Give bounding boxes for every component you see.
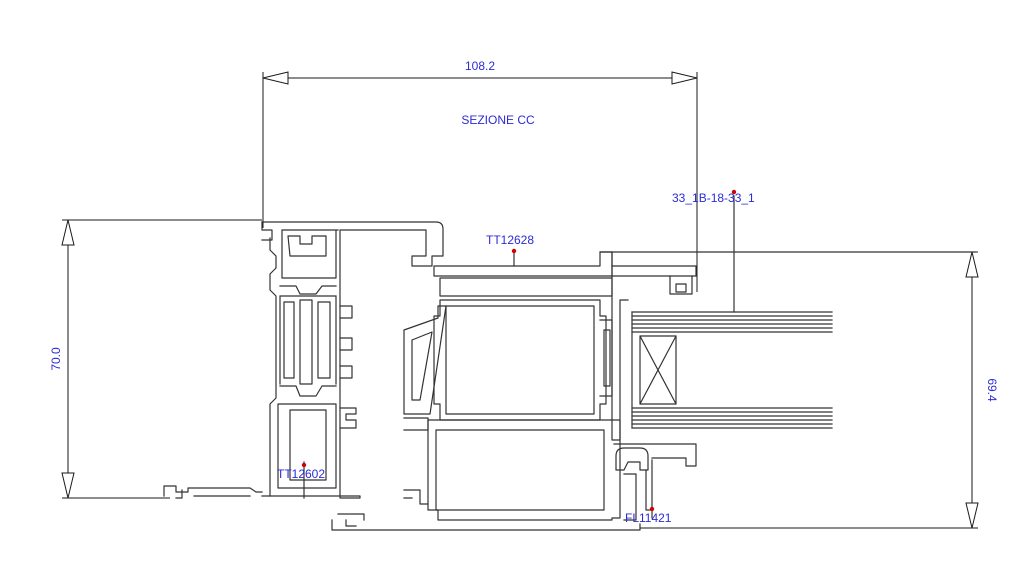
dimension-label: 70.0 — [49, 347, 63, 371]
part-label-upper: TT12628 — [486, 233, 534, 247]
arrow-up-icon — [61, 219, 75, 246]
dimension-left-height: 70.0 — [49, 219, 262, 499]
dimension-label: 108.2 — [465, 59, 495, 73]
dimension-label: 69.4 — [985, 378, 999, 402]
arrow-down-icon — [61, 472, 75, 499]
sash-profile — [331, 251, 976, 531]
arrow-left-icon — [262, 71, 289, 85]
dimension-right-height: 69.4 — [600, 251, 999, 529]
part-label-glazing: 33_1B-18-33_1 — [672, 191, 755, 205]
part-label-bottom: FL11421 — [625, 511, 672, 525]
reference-point-icon — [731, 189, 737, 195]
dimension-top-width: 108.2 — [262, 59, 698, 292]
glazing-unit — [631, 195, 833, 429]
spacer-cross-icon — [639, 335, 677, 405]
part-label-left: TT12602 — [277, 467, 325, 481]
arrow-down-icon — [965, 502, 979, 529]
arrow-right-icon — [671, 71, 698, 85]
section-title: SEZIONE CC — [461, 113, 535, 127]
left-frame-profile — [163, 221, 444, 499]
reference-point-icon — [511, 248, 517, 254]
reference-point-icon — [649, 506, 655, 512]
reference-point-icon — [301, 462, 307, 468]
bottom-bead-profile — [613, 443, 697, 521]
arrow-up-icon — [965, 251, 979, 278]
